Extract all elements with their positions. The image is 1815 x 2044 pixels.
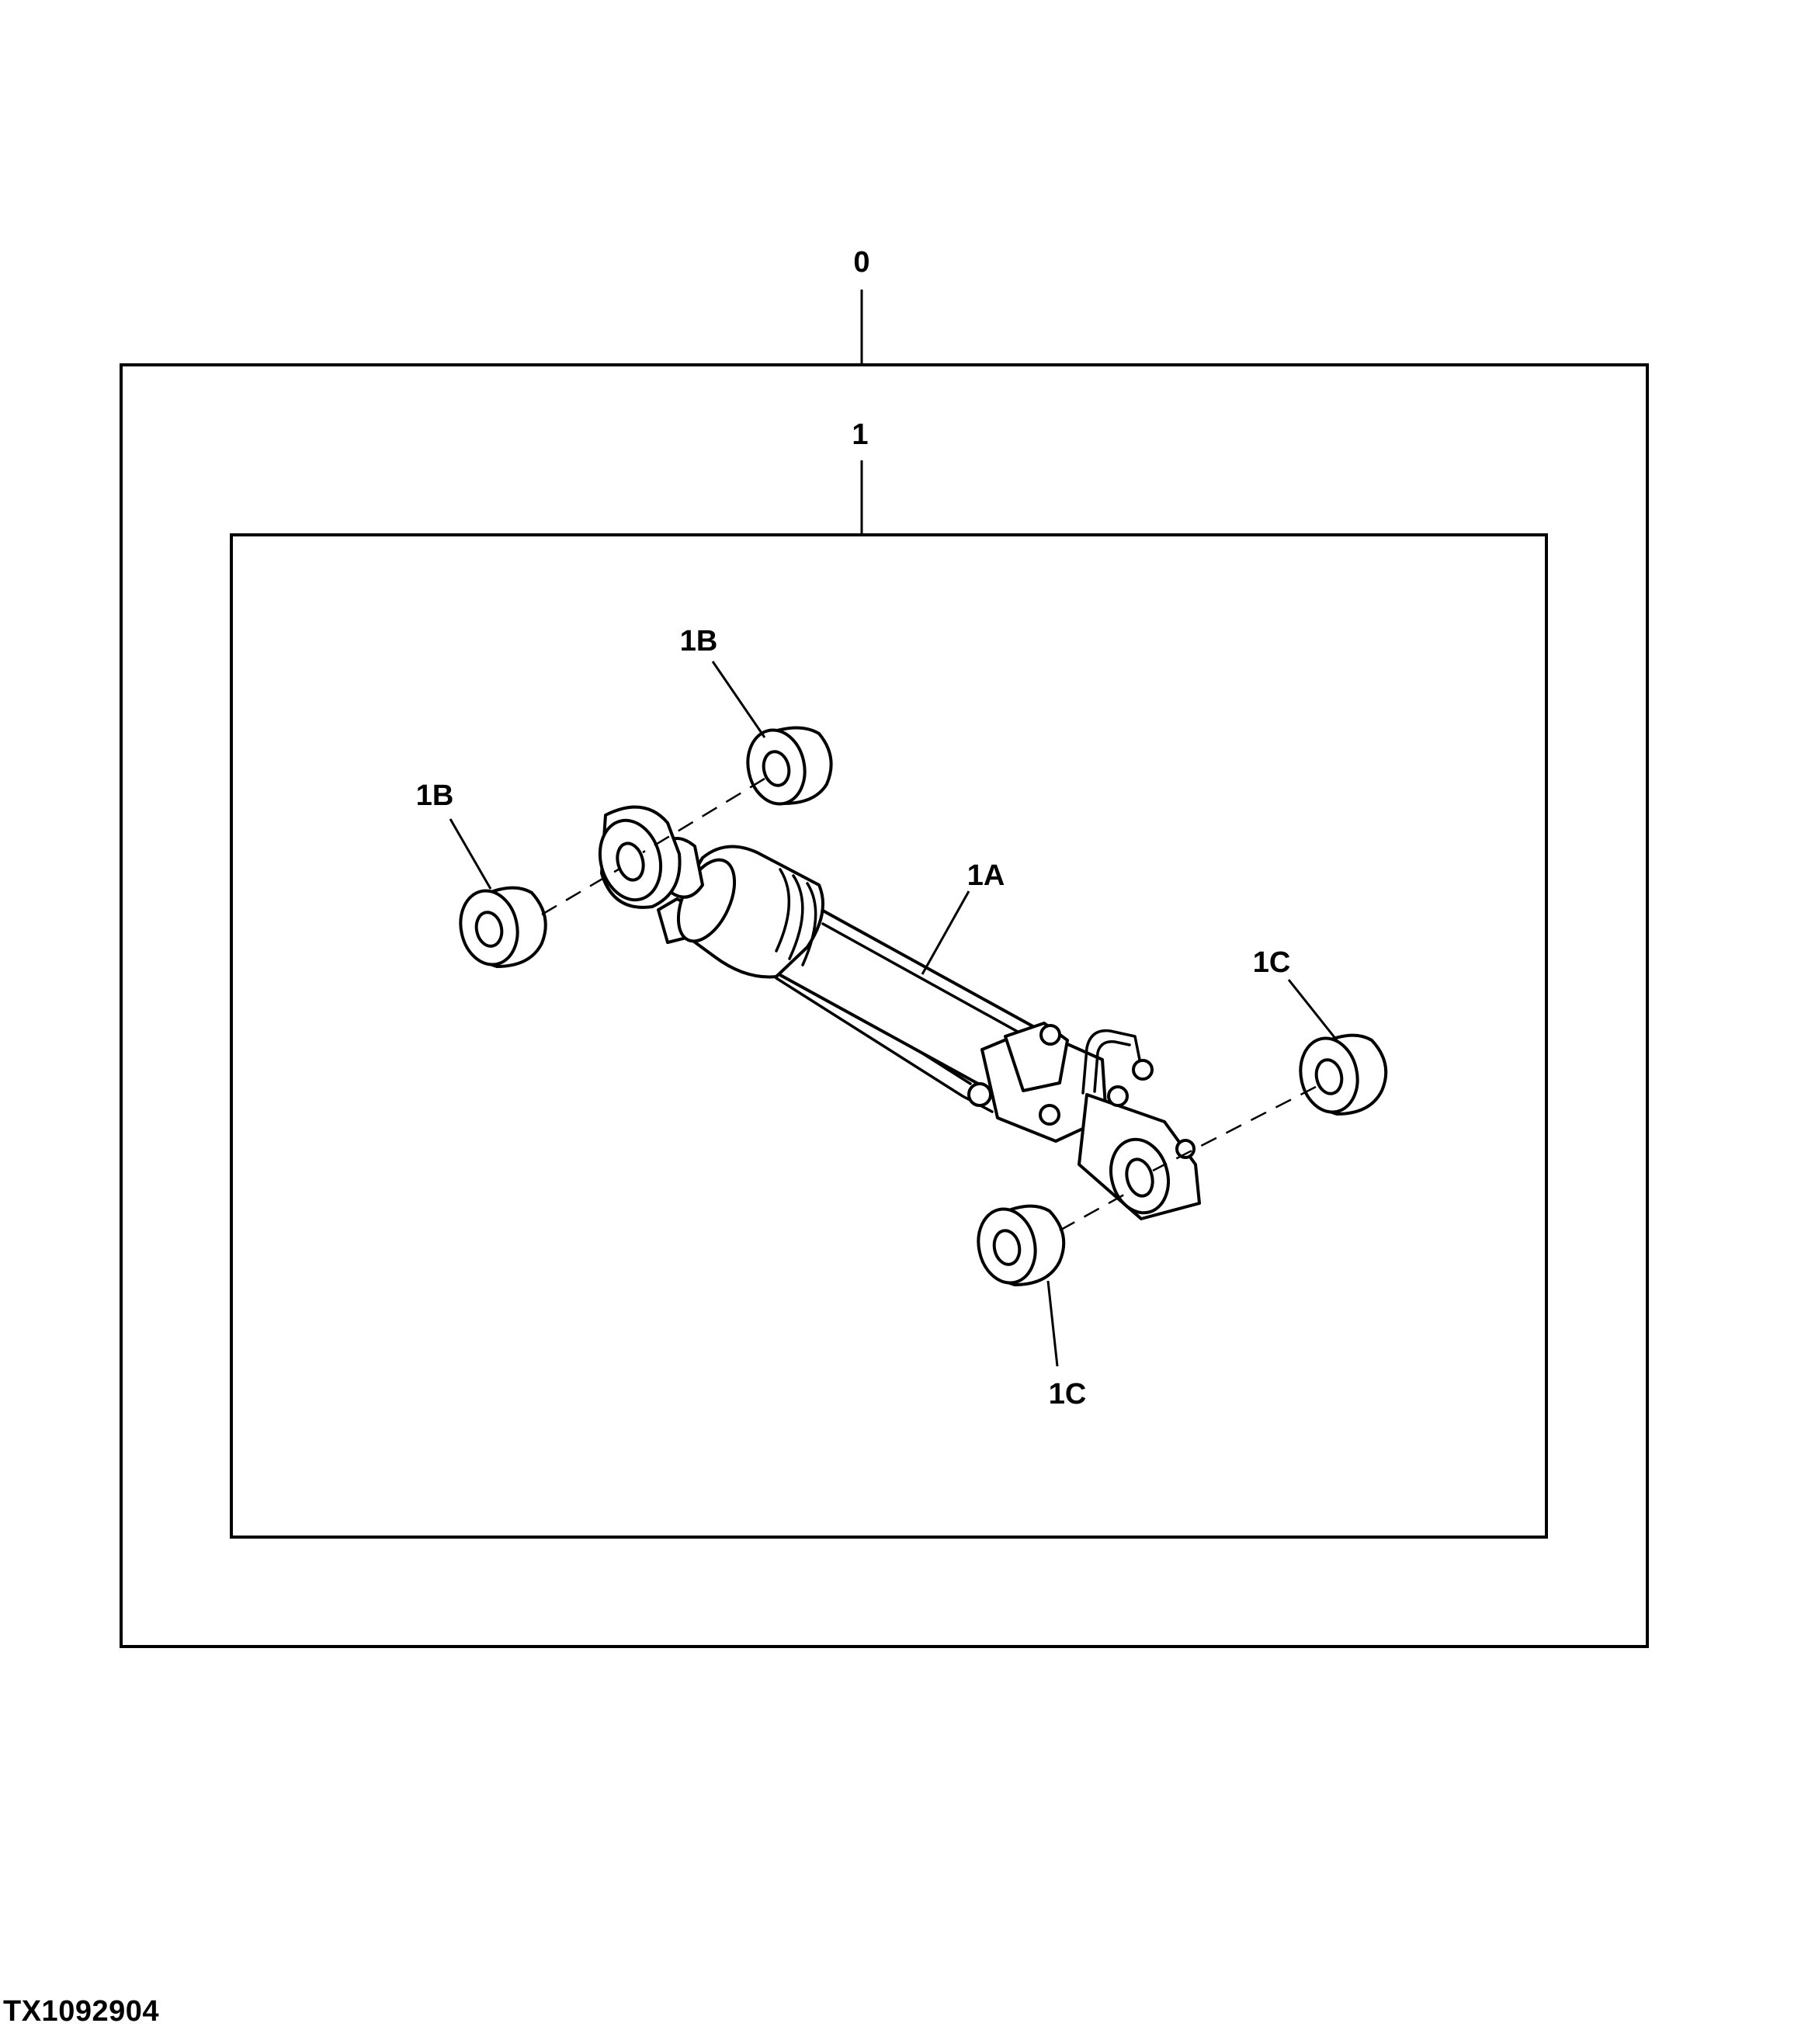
fitting-3	[1107, 1085, 1129, 1107]
bushing-bore	[992, 1229, 1022, 1266]
gland-ring-3	[801, 882, 817, 966]
fitting-5	[967, 1082, 992, 1107]
rod-axis-left	[541, 866, 622, 916]
head-axis-bottom	[1059, 1190, 1130, 1232]
callout-bushing-rod-top: 1B	[680, 625, 718, 658]
bushing-head-bottom-leader	[1046, 1280, 1059, 1367]
bushing-rod-top	[746, 726, 833, 806]
bushing-head-right-leader	[1287, 979, 1338, 1041]
assembly-frame	[120, 363, 1649, 1648]
bushing-head-right	[1299, 1033, 1388, 1116]
kit-frame	[230, 533, 1548, 1539]
grease-fitting	[1175, 1139, 1196, 1159]
gland-ring-2	[788, 874, 804, 960]
fitting-4	[1039, 1104, 1060, 1126]
cylinder-leader	[921, 890, 970, 975]
rod-eye-bore	[616, 842, 645, 882]
fitting-2	[1132, 1059, 1154, 1081]
rod-axis-top	[642, 777, 765, 854]
fitting-1	[1039, 1024, 1061, 1046]
callout-bushing-head-right: 1C	[1253, 946, 1291, 979]
figure-id: TX1092904	[3, 1995, 159, 2028]
callout-cylinder: 1A	[967, 859, 1005, 892]
head-tube	[1081, 1029, 1143, 1095]
hydraulic-cylinder	[598, 805, 1201, 1220]
callout-bushing-head-bottom: 1C	[1049, 1378, 1087, 1411]
head-eye-bore	[1125, 1157, 1154, 1198]
callout-bushing-rod-left: 1B	[416, 779, 454, 812]
barrel-highlight	[821, 922, 1026, 1037]
head-axis-right	[1152, 1085, 1317, 1172]
callout-assembly: 0	[853, 246, 869, 279]
bushing-bore	[762, 750, 791, 787]
bushing-rod-top-leader	[711, 661, 766, 738]
bushing-bore	[474, 911, 504, 948]
bushing-bore	[1314, 1058, 1344, 1095]
bushing-rod-left-leader	[449, 818, 492, 890]
bushing-head-bottom	[977, 1204, 1066, 1286]
gland-ring-1	[775, 868, 791, 953]
bushing-rod-left	[459, 886, 547, 968]
callout-kit: 1	[852, 418, 868, 451]
head-tube-inner	[1093, 1040, 1131, 1093]
